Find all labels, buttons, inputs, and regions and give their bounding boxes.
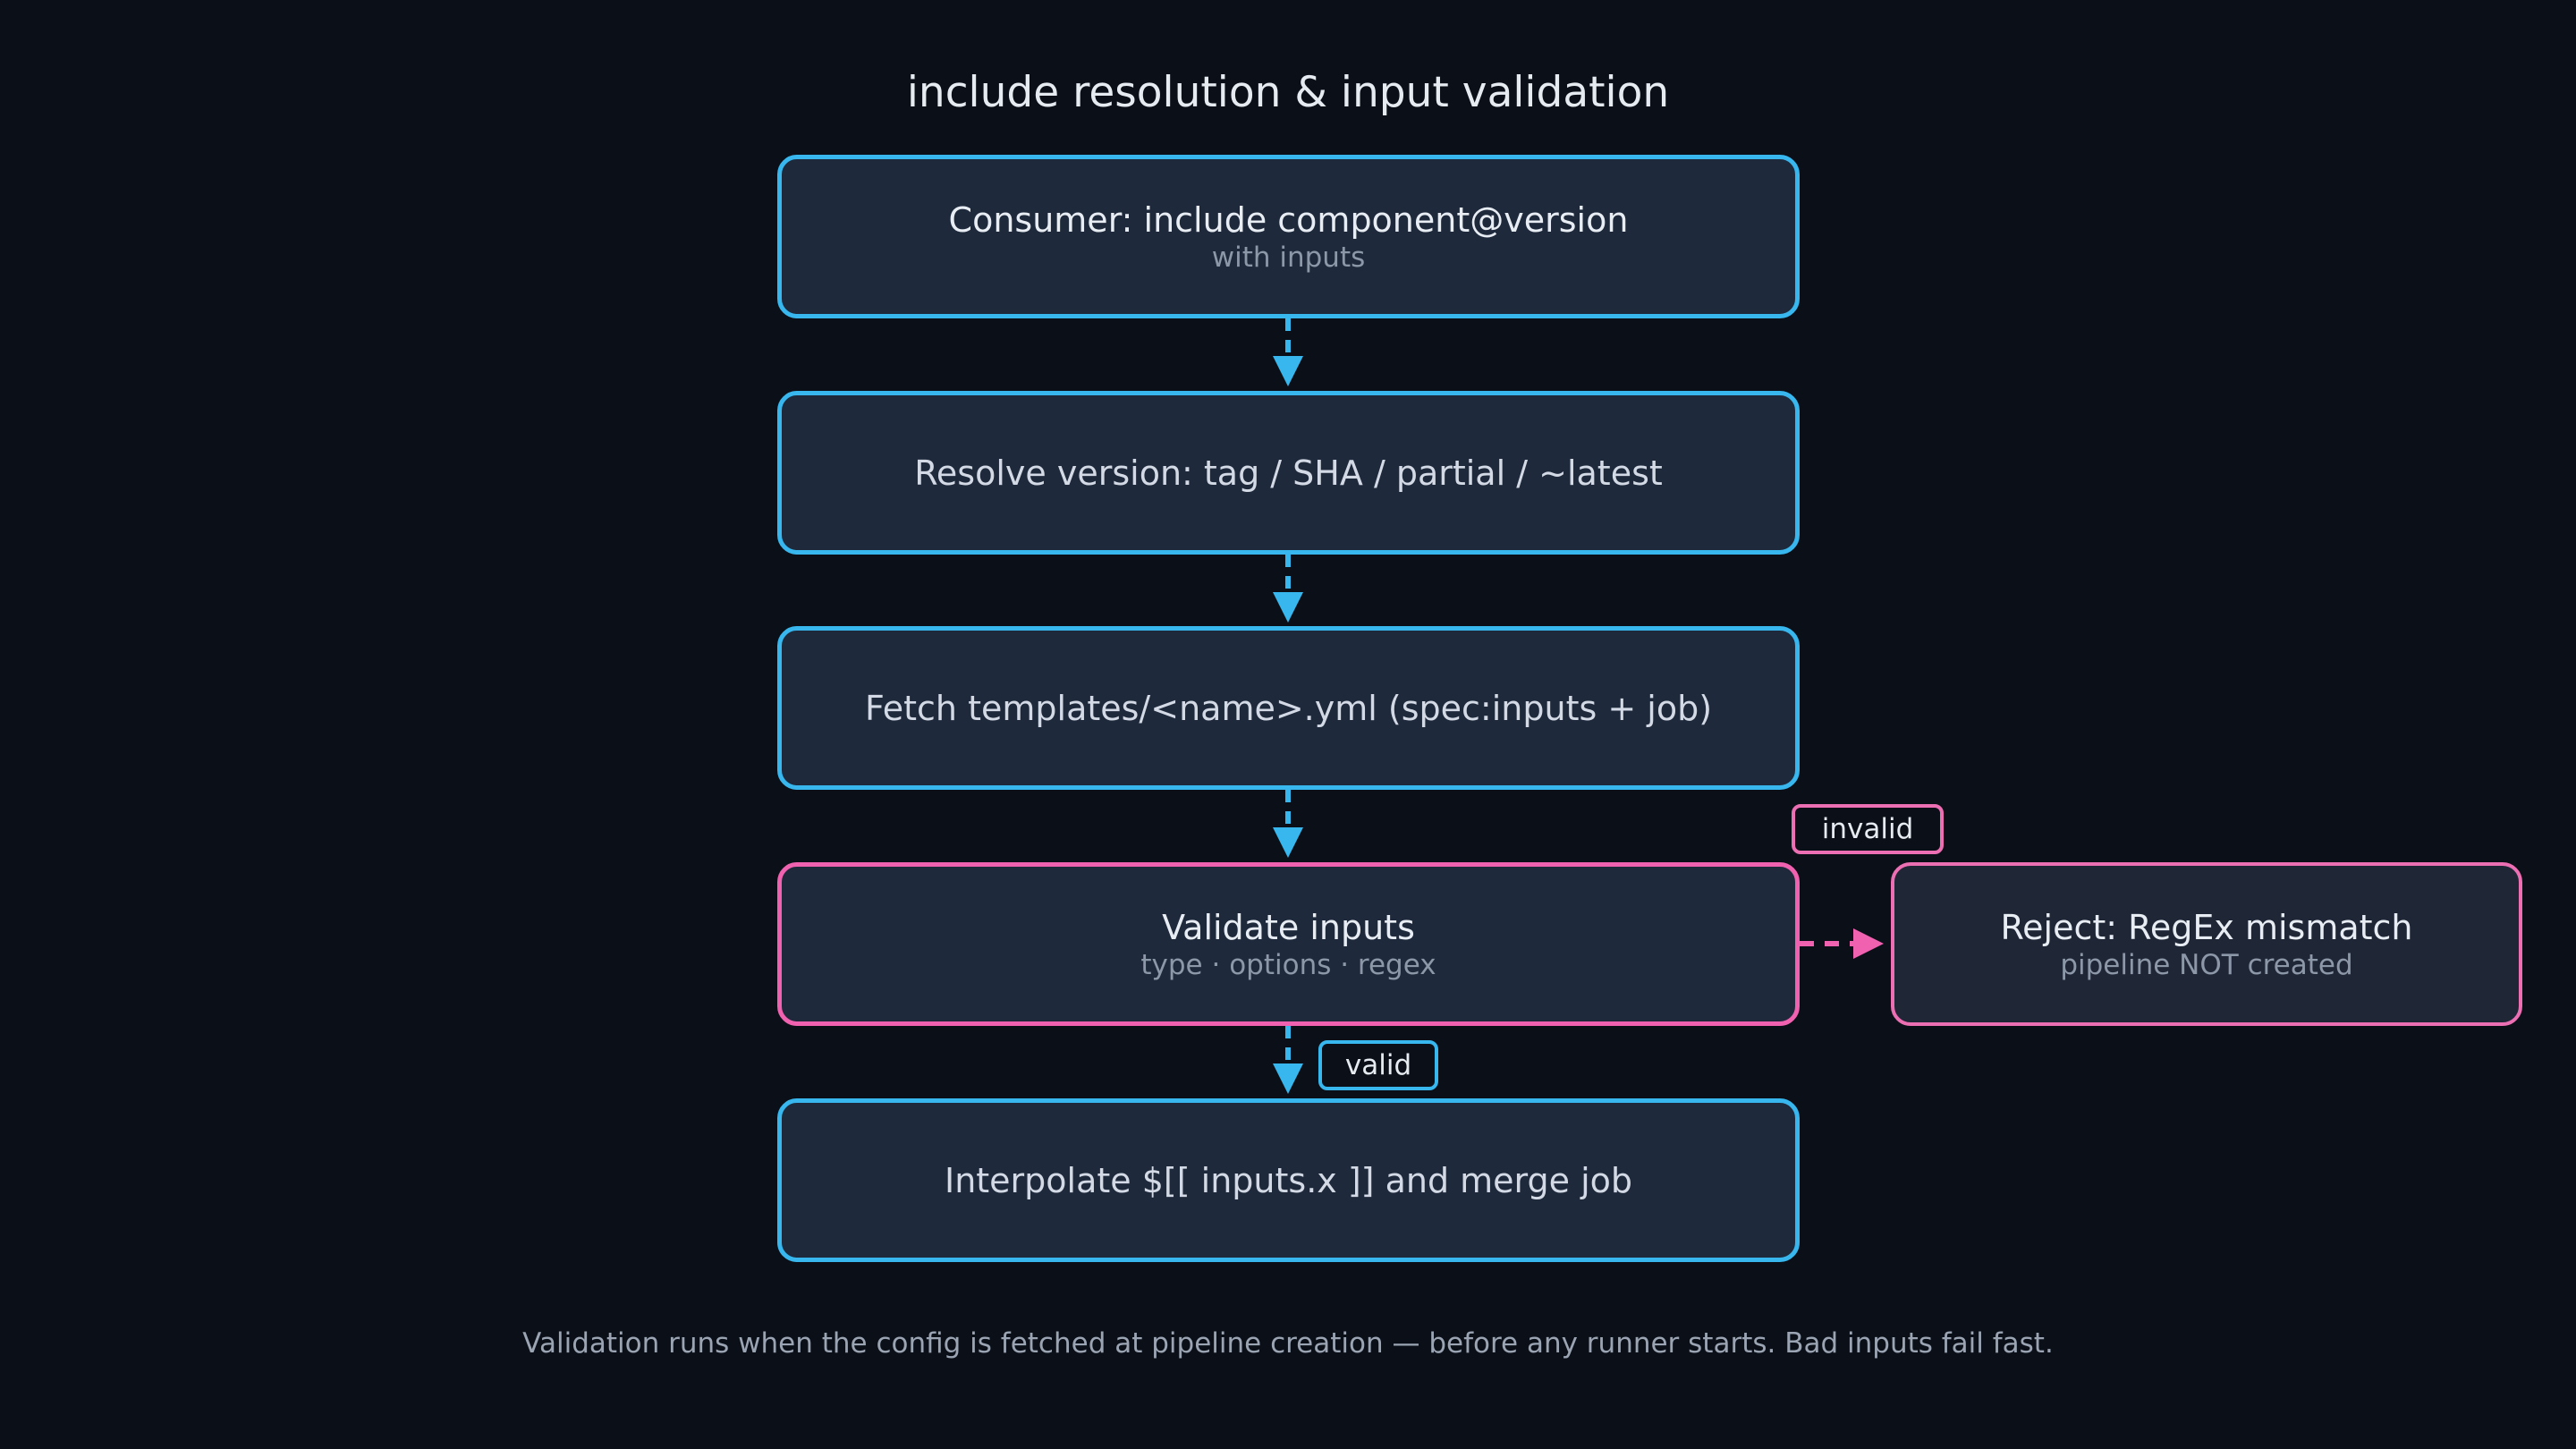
step-consumer-include: Consumer: include component@version with… xyxy=(777,155,1800,318)
arrow-resolve-to-fetch xyxy=(1273,555,1303,623)
step-sublabel: type · options · regex xyxy=(1140,948,1436,981)
diagram-title: include resolution & input validation xyxy=(906,68,1670,117)
footnote: Validation runs when the config is fetch… xyxy=(522,1327,2054,1360)
step-label: Consumer: include component@version xyxy=(948,199,1629,240)
arrow-fetch-to-validate xyxy=(1273,790,1303,858)
step-label: Interpolate $[[ inputs.x ]] and merge jo… xyxy=(944,1160,1633,1200)
reject-sublabel: pipeline NOT created xyxy=(2060,948,2353,981)
step-label: Fetch templates/<name>.yml (spec:inputs … xyxy=(864,688,1713,728)
arrow-validate-to-reject xyxy=(1800,928,1884,959)
arrow-consumer-to-resolve xyxy=(1273,318,1303,386)
reject-node: Reject: RegEx mismatch pipeline NOT crea… xyxy=(1891,862,2522,1026)
step-interpolate-merge: Interpolate $[[ inputs.x ]] and merge jo… xyxy=(777,1098,1800,1262)
step-fetch-template: Fetch templates/<name>.yml (spec:inputs … xyxy=(777,626,1800,790)
step-validate-inputs: Validate inputs type · options · regex xyxy=(777,862,1800,1026)
edge-label-valid: valid xyxy=(1318,1040,1438,1090)
step-label: Validate inputs xyxy=(1162,907,1415,947)
arrow-validate-to-interpolate xyxy=(1273,1026,1303,1094)
edge-label-invalid: invalid xyxy=(1792,804,1944,854)
step-resolve-version: Resolve version: tag / SHA / partial / ~… xyxy=(777,391,1800,555)
step-sublabel: with inputs xyxy=(1211,241,1366,274)
reject-label: Reject: RegEx mismatch xyxy=(2000,907,2413,947)
step-label: Resolve version: tag / SHA / partial / ~… xyxy=(914,453,1663,493)
